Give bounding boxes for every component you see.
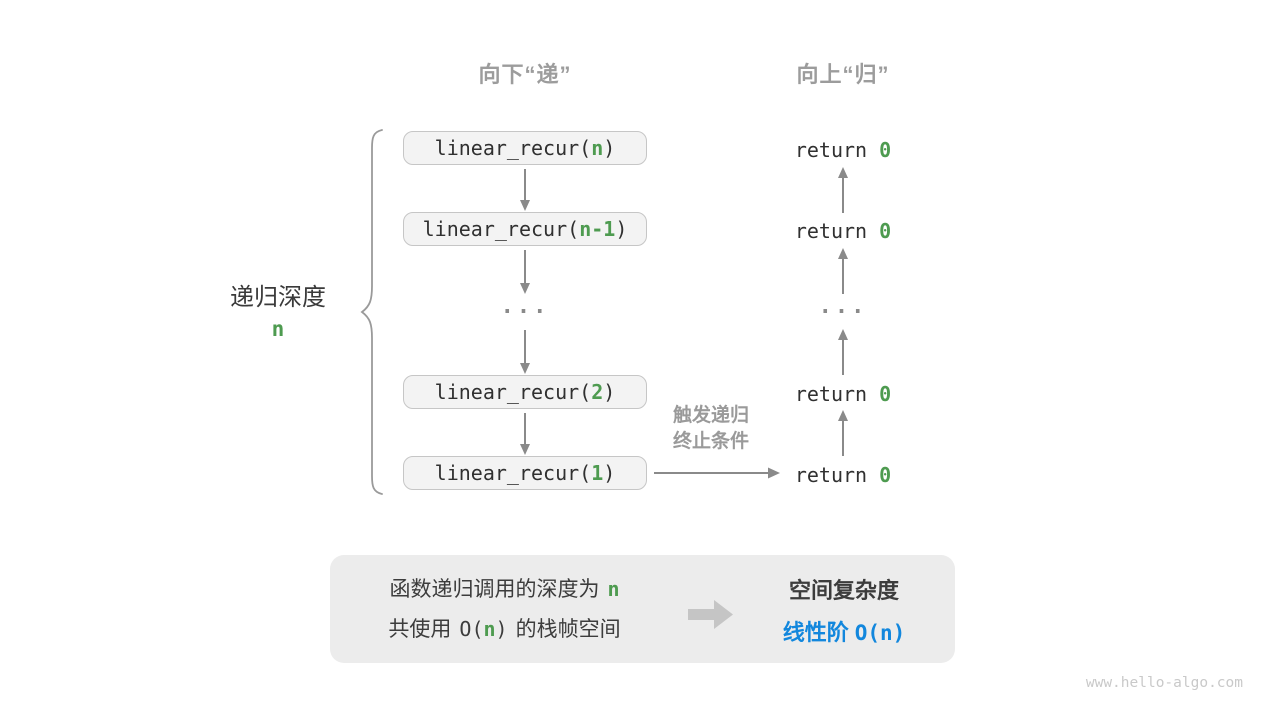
return-value: 0 [879, 138, 892, 162]
call-box-n-1: linear_recur(n-1) [403, 212, 647, 246]
call-fn: linear_recur( [434, 380, 592, 404]
return-row: return 0 [743, 138, 943, 162]
base-case-line1: 触发递归 [672, 405, 749, 426]
return-value: 0 [879, 463, 892, 487]
call-arg: n-1 [579, 217, 616, 241]
up-arrow-icon [838, 167, 848, 213]
base-case-label: 触发递归 终止条件 [644, 403, 778, 455]
call-box-2: linear_recur(2) [403, 375, 647, 409]
call-fn: linear_recur( [434, 136, 592, 160]
return-keyword: return [794, 138, 880, 162]
down-arrow-icon [520, 413, 530, 455]
call-fn: linear_recur( [422, 217, 580, 241]
up-arrow-icon [838, 410, 848, 456]
summary-space-suffix: 的栈帧空间 [515, 618, 621, 641]
summary-depth-text: 函数递归调用的深度为 [389, 578, 600, 601]
down-arrow-icon [520, 169, 530, 211]
call-arg: 2 [591, 380, 604, 404]
summary-space-prefix: 共使用 [388, 618, 452, 641]
site-watermark: www.hello-algo.com [1085, 675, 1243, 691]
right-arrow-icon [654, 467, 780, 479]
curly-brace [360, 129, 383, 495]
base-case-line2: 终止条件 [672, 431, 749, 452]
complexity-notation: O(n) [854, 621, 906, 645]
implies-arrow-icon [688, 600, 733, 629]
big-o-close: ) [495, 617, 508, 641]
call-box-n: linear_recur(n) [403, 131, 647, 165]
call-close: ) [615, 217, 628, 241]
summary-panel [330, 555, 955, 663]
header-descend: 向下“递” [478, 62, 572, 87]
stack-ellipsis: ... [500, 294, 550, 319]
call-close: ) [603, 380, 616, 404]
summary-depth-line: 函数递归调用的深度为 n [352, 576, 657, 603]
return-row: return 0 [743, 382, 943, 406]
recursion-depth-variable: n [271, 317, 285, 341]
summary-space-line: 共使用 O(n) 的栈帧空间 [352, 616, 657, 643]
return-row: return 0 [743, 463, 943, 487]
big-o-open: O( [459, 617, 484, 641]
complexity-order-label: 线性阶 [782, 620, 849, 645]
down-arrow-icon [520, 330, 530, 374]
return-value: 0 [879, 219, 892, 243]
call-close: ) [603, 136, 616, 160]
big-o-variable: n [483, 617, 496, 641]
up-arrow-icon [838, 329, 848, 375]
call-close: ) [603, 461, 616, 485]
call-box-1: linear_recur(1) [403, 456, 647, 490]
space-complexity-title: 空间复杂度 [788, 578, 899, 603]
summary-depth-variable: n [607, 577, 620, 601]
call-arg: n [591, 136, 604, 160]
call-arg: 1 [591, 461, 604, 485]
return-keyword: return [794, 382, 880, 406]
return-keyword: return [794, 219, 880, 243]
return-row: return 0 [743, 219, 943, 243]
return-keyword: return [794, 463, 880, 487]
call-fn: linear_recur( [434, 461, 592, 485]
returns-ellipsis: ... [818, 294, 868, 319]
down-arrow-icon [520, 250, 530, 294]
header-ascend: 向上“归” [796, 62, 890, 87]
recursion-depth-label: 递归深度 [230, 284, 326, 311]
up-arrow-icon [838, 248, 848, 294]
return-value: 0 [879, 382, 892, 406]
